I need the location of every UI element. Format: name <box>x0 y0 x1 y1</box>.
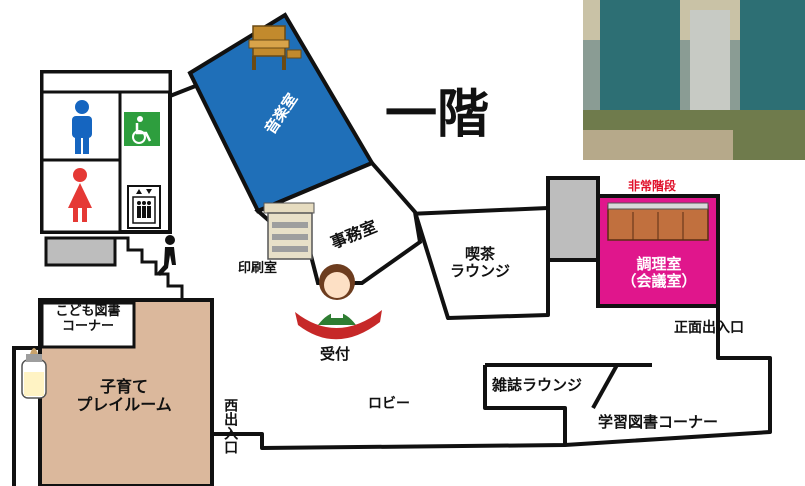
outdoor-photo <box>583 0 805 160</box>
kids-library-line-2: コーナー <box>61 318 114 334</box>
kids-library-label: こども図書 コーナー <box>44 304 132 335</box>
stairs-person-icon <box>157 235 176 276</box>
lobby-label: ロビー <box>368 396 410 412</box>
elevator-icon <box>127 185 161 229</box>
kitchen-icon <box>607 202 709 241</box>
stairs <box>115 236 184 298</box>
playroom-label: 子育て プレイルーム <box>54 377 194 415</box>
cooking-room-line-1: 調理室 <box>636 255 682 273</box>
female-toilet-icon <box>68 168 92 222</box>
stair-landing <box>44 236 117 267</box>
cafe-lounge-line-1: 喫茶 <box>464 245 495 263</box>
restroom-top-strip <box>40 70 172 94</box>
cooking-room-line-2: （会議室） <box>621 272 697 291</box>
west-entrance-label: 西出入口 <box>222 398 239 454</box>
male-toilet-icon <box>72 100 92 154</box>
magazine-lounge-label: 雑誌ラウンジ <box>492 376 583 394</box>
receptionist-icon <box>295 264 382 340</box>
baby-bottle-icon <box>21 348 47 399</box>
playroom-west-wall <box>12 346 42 486</box>
building-outline <box>169 83 772 486</box>
playroom-line-2: プレイルーム <box>76 395 172 415</box>
accessible-toilet-icon <box>124 112 160 146</box>
cooking-room-label: 調理室 （会議室） <box>604 255 714 291</box>
kids-library-box <box>40 301 136 349</box>
cafe-lounge-label: 喫茶 ラウンジ <box>445 245 515 281</box>
playroom-line-1: 子育て <box>99 377 148 396</box>
floor-title: 一階 <box>385 85 490 145</box>
emergency-stairs-label: 非常階段 <box>628 179 677 193</box>
kids-library-line-1: こども図書 <box>55 304 121 319</box>
study-library-label: 学習図書コーナー <box>598 413 719 431</box>
piano-icon <box>248 25 302 70</box>
reception-label: 受付 <box>320 345 351 363</box>
print-room-label: 印刷室 <box>238 261 278 276</box>
front-entrance-label: 正面出入口 <box>674 320 744 336</box>
cafe-lounge-line-2: ラウンジ <box>449 262 510 281</box>
cooking-annex-gray <box>546 176 600 262</box>
copier-icon <box>263 202 315 260</box>
